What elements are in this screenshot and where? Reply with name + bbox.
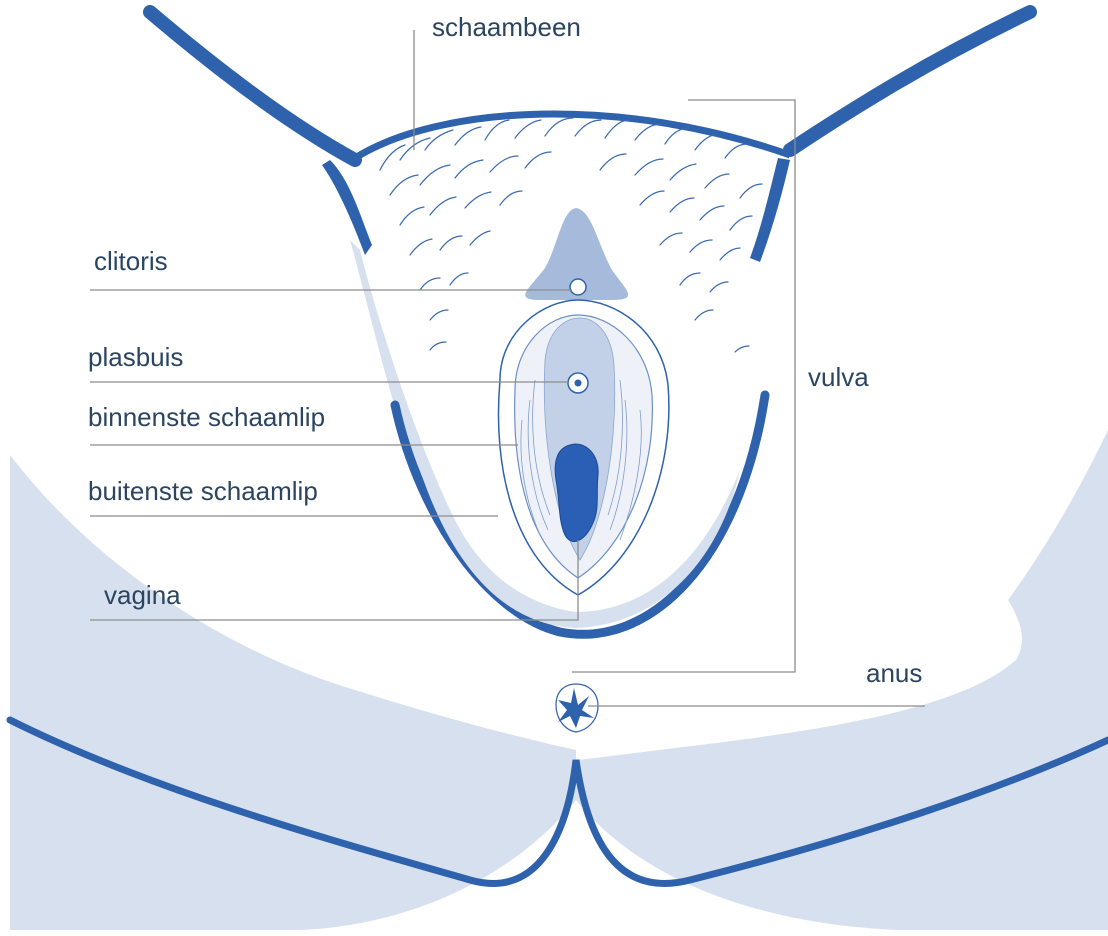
mons-outline <box>355 114 790 158</box>
clitoris-glans <box>570 279 586 295</box>
left-crease <box>322 160 372 255</box>
label-buitenste-schaamlip: buitenste schaamlip <box>88 476 318 506</box>
label-vagina: vagina <box>104 580 181 610</box>
anus-shape <box>558 688 594 728</box>
label-anus: anus <box>866 658 922 688</box>
right-upper-contour <box>790 12 1030 150</box>
label-plasbuis: plasbuis <box>88 342 183 372</box>
left-upper-contour <box>150 12 355 160</box>
label-binnenste-schaamlip: binnenste schaamlip <box>88 402 325 432</box>
left-thigh-shading <box>10 455 576 930</box>
label-clitoris: clitoris <box>94 246 168 276</box>
label-schaambeen: schaambeen <box>432 12 581 42</box>
right-crease <box>750 158 790 262</box>
urethra-center <box>575 380 582 387</box>
label-vulva: vulva <box>808 362 869 392</box>
